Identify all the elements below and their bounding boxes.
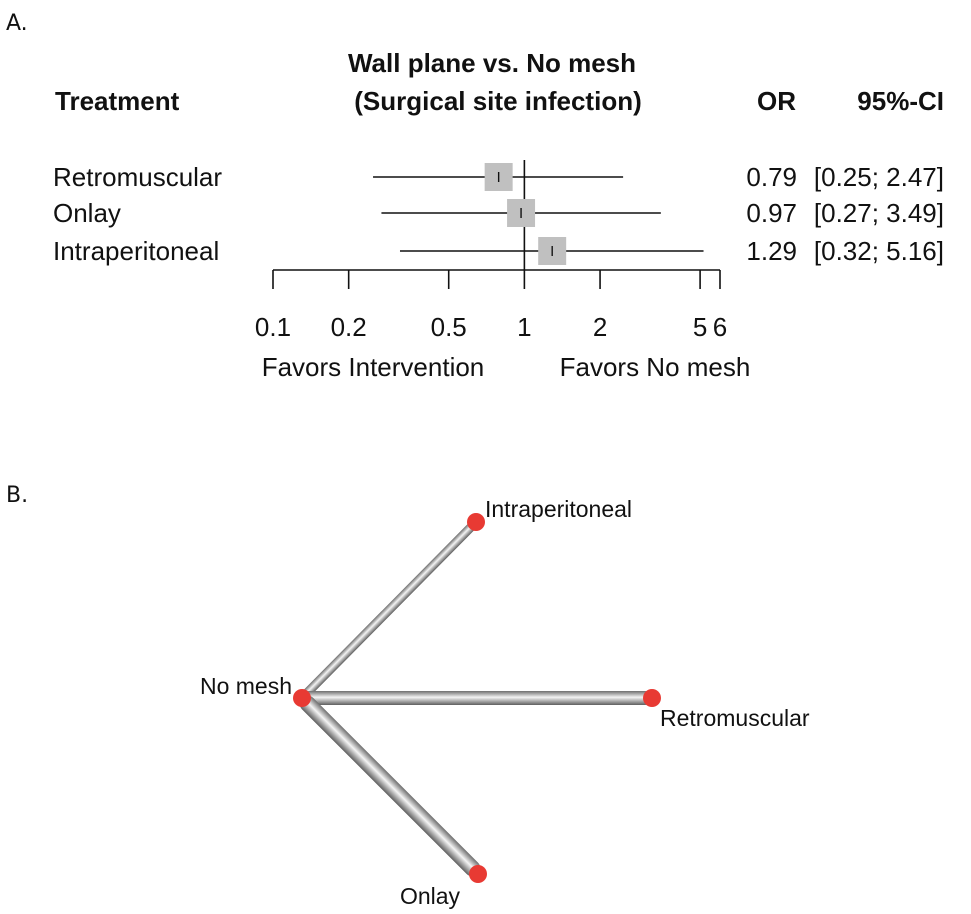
x-tick-label: 2 <box>593 312 607 342</box>
forest-row: Onlay 0.97 [0.27; 3.49] <box>53 198 944 228</box>
network-node <box>469 865 487 883</box>
or-value: 1.29 <box>746 236 797 266</box>
favors-intervention-label: Favors Intervention <box>262 352 485 382</box>
favors-no-mesh-label: Favors No mesh <box>560 352 751 382</box>
column-header-treatment: Treatment <box>55 86 180 116</box>
forest-plot: Wall plane vs. No mesh (Surgical site in… <box>53 48 944 382</box>
treatment-name: Retromuscular <box>53 162 222 192</box>
network-edge <box>299 695 481 877</box>
network-node-label: Onlay <box>400 883 461 909</box>
x-tick-label: 5 <box>693 312 707 342</box>
or-value: 0.97 <box>746 198 797 228</box>
panel-b-label: B. <box>6 483 28 508</box>
x-tick-label: 6 <box>713 312 727 342</box>
forest-row: Intraperitoneal 1.29 [0.32; 5.16] <box>53 236 944 266</box>
x-tick-label: 1 <box>517 312 531 342</box>
x-tick-label: 0.2 <box>331 312 367 342</box>
network-edge <box>302 691 652 705</box>
network-node <box>643 689 661 707</box>
or-value: 0.79 <box>746 162 797 192</box>
treatment-name: Onlay <box>53 198 121 228</box>
forest-title-line-1: Wall plane vs. No mesh <box>348 48 636 78</box>
network-edge <box>300 520 478 700</box>
network-node-label: Retromuscular <box>660 705 810 731</box>
ci-value: [0.32; 5.16] <box>814 236 944 266</box>
x-tick-label: 0.5 <box>431 312 467 342</box>
network-node-label: No mesh <box>200 673 292 699</box>
column-header-or: OR <box>757 86 796 116</box>
x-tick-label: 0.1 <box>255 312 291 342</box>
forest-row: Retromuscular 0.79 [0.25; 2.47] <box>53 162 944 192</box>
ci-value: [0.25; 2.47] <box>814 162 944 192</box>
column-header-ci: 95%-CI <box>857 86 944 116</box>
treatment-name: Intraperitoneal <box>53 236 219 266</box>
network-node <box>467 513 485 531</box>
panel-a-label: A. <box>6 11 28 36</box>
network-node-label: Intraperitoneal <box>485 496 632 522</box>
network-node <box>293 689 311 707</box>
ci-value: [0.27; 3.49] <box>814 198 944 228</box>
forest-title-line-2: (Surgical site infection) <box>354 86 642 116</box>
